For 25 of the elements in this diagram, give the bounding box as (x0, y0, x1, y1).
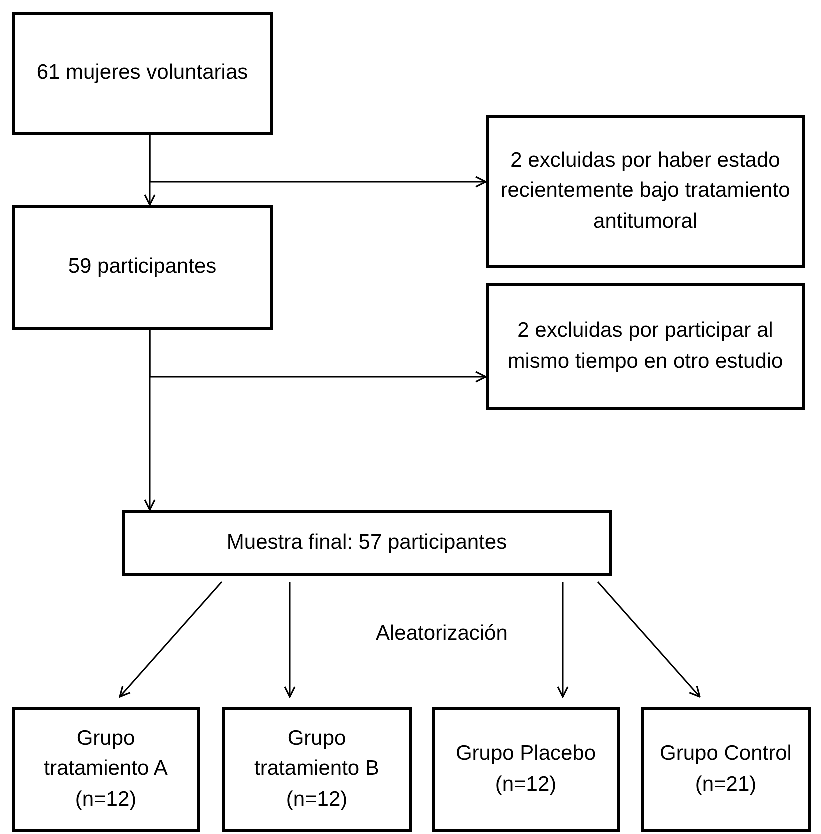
process-box (432, 707, 620, 832)
arrow (597, 582, 701, 698)
process-box (486, 283, 805, 410)
process-box (122, 510, 612, 576)
arrow (119, 582, 223, 698)
arrow (149, 330, 487, 383)
box-text: Grupo Placebo (n=12) (454, 741, 598, 798)
process-box (12, 707, 200, 832)
process-box (12, 205, 273, 330)
process-box (222, 707, 412, 832)
arrow (149, 135, 487, 188)
process-box (641, 707, 811, 832)
box-text: 2 excluidas por haber estado recientemente bajo tratamiento antitumoral (500, 148, 792, 235)
box-text: Grupo tratamiento A (n=12) (43, 726, 169, 813)
arrow (284, 582, 296, 698)
box-text: 2 excluidas por participar al mismo tiempo en otro estudio (506, 318, 784, 374)
box-text: Grupo tratamiento B (n=12) (254, 726, 380, 813)
box-text: Grupo Control (n=21) (659, 741, 793, 798)
annotation-label: Aleatorización (376, 622, 508, 646)
process-box (12, 12, 273, 135)
box-text: Muestra final: 57 participantes (226, 530, 508, 556)
process-box (486, 115, 805, 268)
box-text: 61 mujeres voluntarias (36, 60, 250, 86)
box-text: 59 participantes (67, 254, 218, 280)
arrow (557, 582, 569, 698)
